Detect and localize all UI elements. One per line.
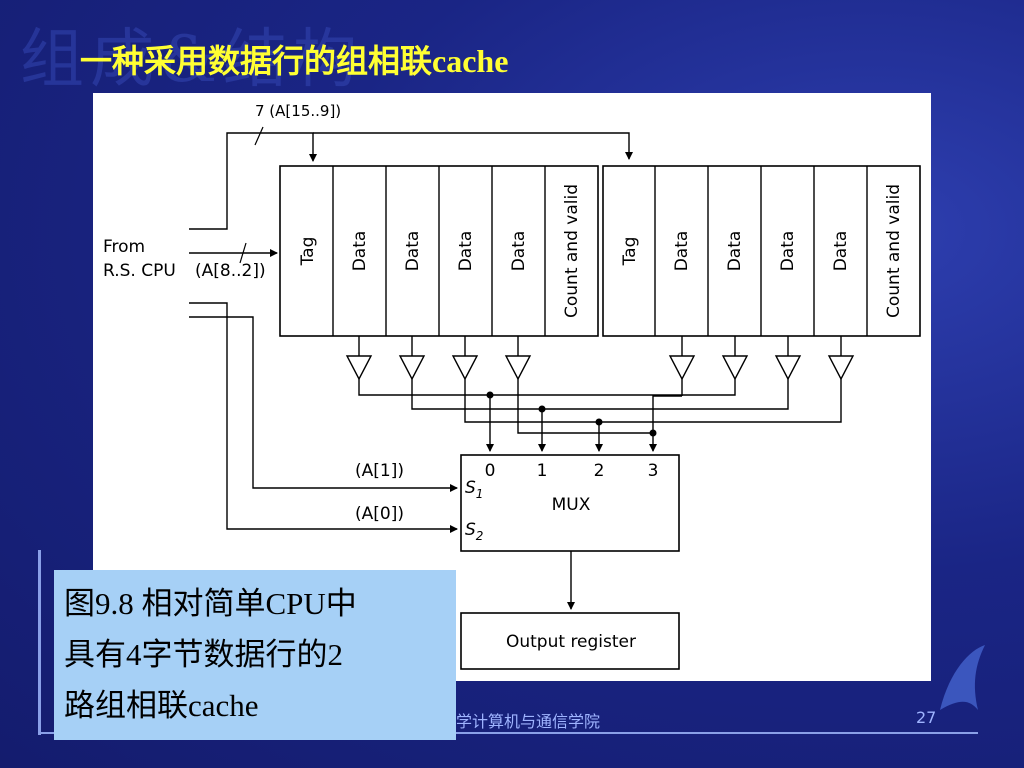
cache-diagram: 7 (A[15..9]) From R.S. CPU (A[8..2]) Tag… [93,93,931,681]
slide-watermark: 组成&结构 [20,23,363,97]
page-number: 27 [916,708,937,727]
mux-input-2: 2 [594,461,605,481]
caption-line-3: 路组相联cache [64,688,259,723]
tristate-buffers [345,336,855,381]
way1-cell-data-4: Data [509,231,529,272]
mux-s1-sub: 1 [476,487,484,501]
output-register: Output register [460,612,680,670]
mux-s1-label: S [465,478,476,498]
a0-label: (A[0]) [355,504,404,524]
mux-label: MUX [552,495,591,515]
a1-label: (A[1]) [355,461,404,481]
data-buses [358,379,842,452]
way1-cell-tag: Tag [298,237,318,267]
output-register-label: Output register [506,632,636,652]
way2-cell-data-2: Data [725,231,745,272]
caption-line-2: 具有4字节数据行的2 [64,637,343,672]
way2-cell-data-1: Data [672,231,692,272]
cache-diagram-svg: 7 (A[15..9]) From R.S. CPU (A[8..2]) Tag… [103,102,921,670]
way2-cell-data-4: Data [831,231,851,272]
way2-cell-count-valid: Count and valid [884,184,904,318]
decorative-line-horizontal [38,732,978,734]
way1-cell-data-2: Data [403,231,423,272]
from-label-line1: From [103,237,145,257]
slide-title: 一种采用数据行的组相联cache [80,43,509,79]
mux-input-3: 3 [648,461,659,481]
footer-text: 学计算机与通信学院 [456,712,601,731]
bus-junctions [486,391,657,437]
mux-s2-label: S [465,520,476,540]
mux-input-0: 0 [485,461,496,481]
way2-cell-data-3: Data [778,231,798,272]
figure-caption: 图9.8 相对简单CPU中 具有4字节数据行的2 路组相联cache [54,570,456,740]
mux-s2-sub: 2 [476,529,484,543]
cache-way-1: Tag Data Data Data Data Count and valid [279,165,599,337]
cache-way-2: Tag Data Data Data Data Count and valid [602,165,921,337]
svg-text:S1: S1 [465,478,483,501]
way1-cell-data-3: Data [456,231,476,272]
from-label-line2: R.S. CPU [103,261,176,281]
mux-block: 0 1 2 3 MUX S1 S2 [460,454,680,552]
way2-cell-tag: Tag [620,237,640,267]
way1-cell-count-valid: Count and valid [562,184,582,318]
decorative-line-vertical [38,550,41,735]
addr-tag-label: 7 (A[15..9]) [255,102,341,120]
mux-input-1: 1 [537,461,548,481]
svg-text:S2: S2 [465,520,483,543]
index-label: (A[8..2]) [195,261,266,281]
caption-line-1: 图9.8 相对简单CPU中 [64,586,357,621]
dolphin-logo-icon [940,645,985,710]
way1-cell-data-1: Data [350,231,370,272]
